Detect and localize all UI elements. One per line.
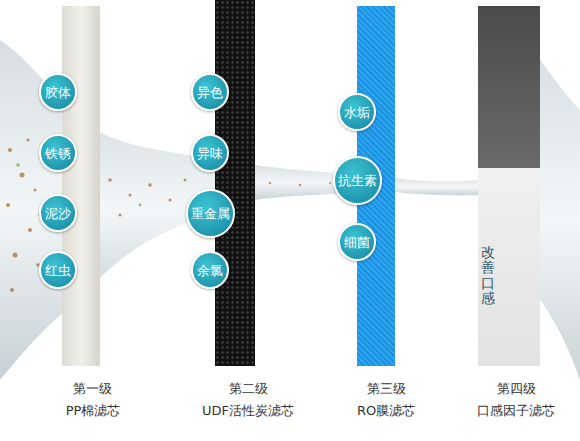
- impurity-label: 胶体: [45, 86, 71, 99]
- impurity-circle: 细菌: [338, 223, 376, 261]
- impurity-circle: 水垢: [338, 93, 376, 131]
- impurity-label: 重金属: [191, 207, 230, 220]
- impurity-circle: 胶体: [39, 73, 77, 111]
- filter-caption: 第二级 UDF活性炭滤芯: [202, 378, 294, 422]
- impurity-label: 水垢: [344, 106, 370, 119]
- filter-panel: 改善口感第四级 口感因子滤芯: [478, 6, 540, 366]
- impurity-circle: 重金属: [186, 189, 235, 238]
- impurity-circle: 泥沙: [39, 194, 77, 232]
- filter-panel: 第二级 UDF活性炭滤芯: [215, 0, 255, 366]
- impurity-label: 红虫: [45, 264, 71, 277]
- impurity-circle: 余氯: [191, 251, 229, 289]
- filter-caption: 第四级 口感因子滤芯: [477, 378, 555, 422]
- stream-right: [540, 60, 580, 380]
- impurity-label: 抗生素: [338, 174, 377, 187]
- impurity-label: 铁锈: [45, 147, 71, 160]
- vertical-label: 改善口感: [481, 245, 495, 307]
- impurity-label: 泥沙: [45, 207, 71, 220]
- filter-caption: 第三级 RO膜滤芯: [357, 378, 415, 422]
- stream-mid3: [395, 178, 480, 195]
- impurity-circle: 铁锈: [39, 134, 77, 172]
- impurity-circle: 异色: [191, 73, 229, 111]
- impurity-circle: 异味: [191, 134, 229, 172]
- impurity-label: 余氯: [197, 264, 223, 277]
- impurity-circle: 抗生素: [333, 156, 382, 205]
- filter-panel: 第一级 PP棉滤芯: [62, 6, 100, 366]
- filter-caption: 第一级 PP棉滤芯: [66, 378, 121, 422]
- impurity-label: 异色: [197, 86, 223, 99]
- impurity-circle: 红虫: [39, 251, 77, 289]
- impurity-label: 异味: [197, 147, 223, 160]
- impurity-label: 细菌: [344, 236, 370, 249]
